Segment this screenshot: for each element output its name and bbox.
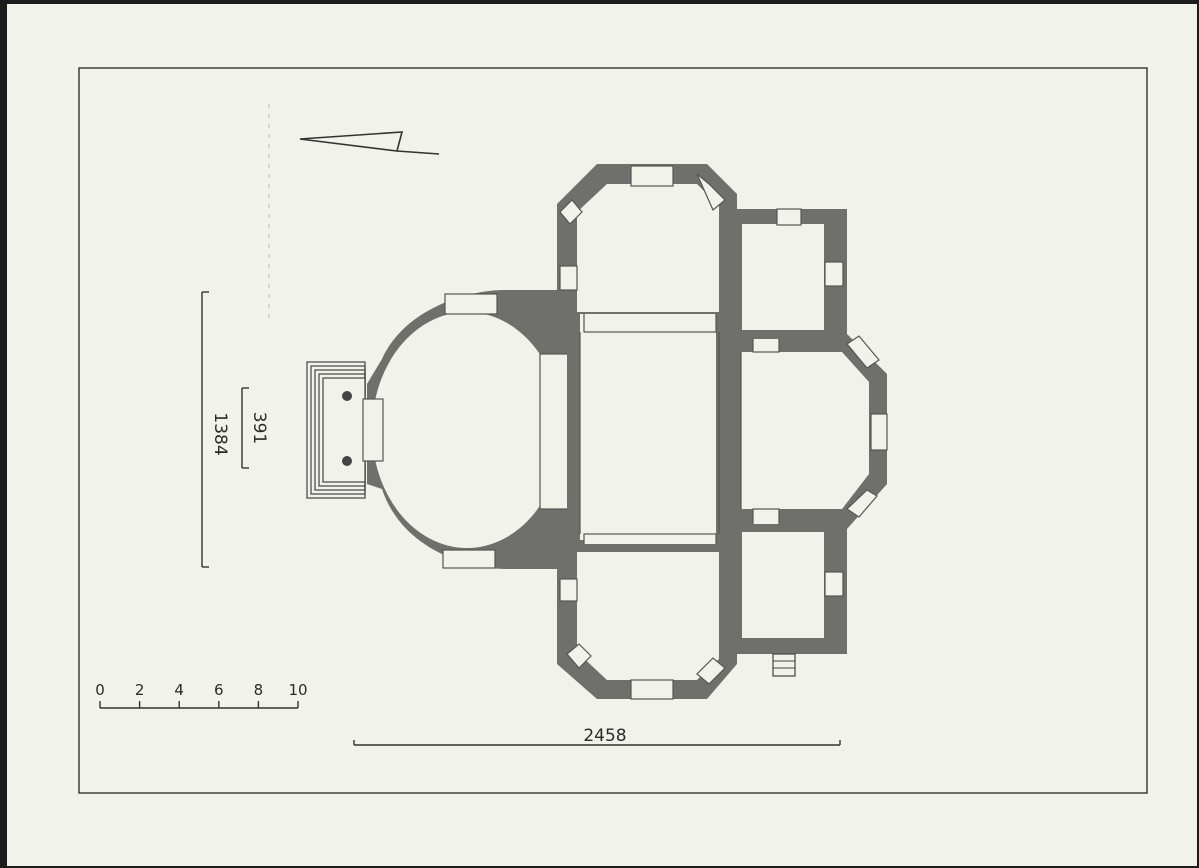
scale-tick-label: 4 <box>174 681 184 699</box>
porch-column <box>342 456 352 466</box>
side-steps <box>772 653 796 677</box>
north-arrow-icon <box>299 131 440 155</box>
northeast-room <box>727 208 847 339</box>
scale-tick-label: 6 <box>214 681 224 699</box>
southeast-room <box>727 524 847 677</box>
overall-width-label: 2458 <box>583 726 626 746</box>
south-chapel <box>557 544 737 700</box>
floor-plan-drawing: 1384 391 2458 0 2 4 6 8 10 <box>78 67 1148 794</box>
scale-bar: 0 2 4 6 8 10 <box>95 681 308 709</box>
north-chapel <box>557 164 737 314</box>
entrance-steps <box>306 361 366 499</box>
scale-tick-label: 8 <box>254 681 264 699</box>
dimension-overall-height: 1384 <box>201 291 230 568</box>
west-rotunda <box>362 289 581 569</box>
church-plan <box>306 164 888 700</box>
scale-tick-label: 0 <box>95 681 105 699</box>
drawing-sheet: 1384 391 2458 0 2 4 6 8 10 <box>7 4 1197 866</box>
porch-width-label: 391 <box>249 412 269 444</box>
overall-height-label: 1384 <box>210 412 230 455</box>
porch-column <box>342 391 352 401</box>
dimension-overall-width: 2458 <box>353 726 841 746</box>
dimension-porch-width: 391 <box>241 387 269 469</box>
scale-tick-label: 10 <box>288 681 307 699</box>
east-apse <box>727 331 888 529</box>
central-crossing <box>567 304 727 554</box>
drawing-frame <box>78 67 1148 794</box>
scale-tick-label: 2 <box>135 681 145 699</box>
